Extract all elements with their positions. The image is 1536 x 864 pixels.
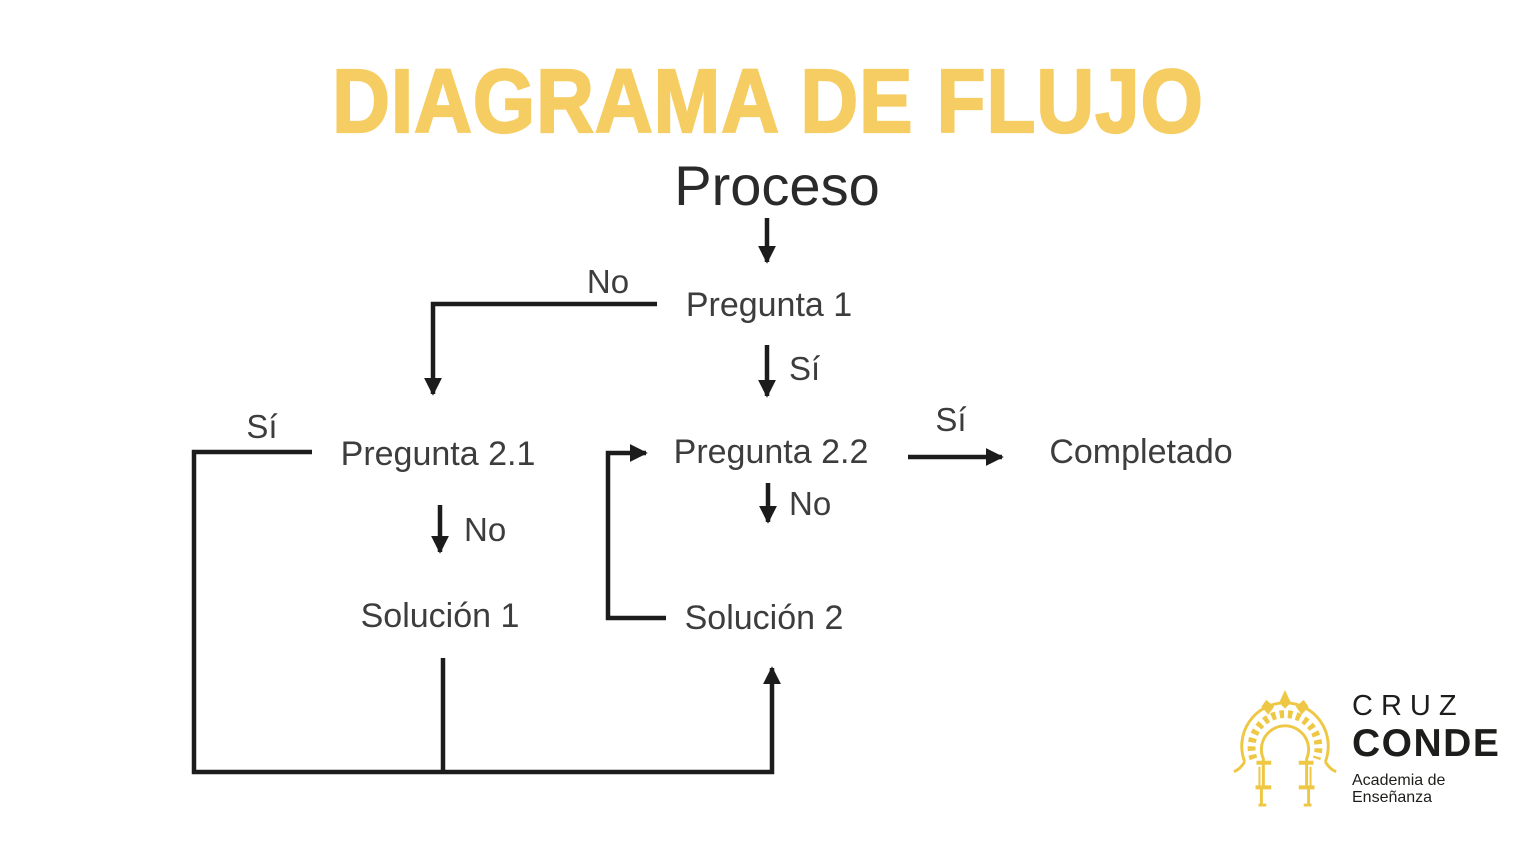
node-pregunta-2-2: Pregunta 2.2 <box>673 433 869 471</box>
node-solucion-2: Solución 2 <box>684 599 844 637</box>
node-pregunta-2-1: Pregunta 2.1 <box>340 435 536 473</box>
mezquita-arch-icon <box>1233 690 1337 807</box>
edge-label-pregunta21-no: No <box>464 511 507 548</box>
node-pregunta-1: Pregunta 1 <box>685 286 853 324</box>
page-title: DIAGRAMA DE FLUJO <box>331 50 1204 152</box>
logo-conde: CONDE <box>1352 721 1501 765</box>
logo-text: CRUZ CONDE Academia de Enseñanza <box>1352 691 1512 807</box>
edge-label-pregunta22-si: Sí <box>935 401 967 438</box>
edge-solucion2-loop-to-pregunta22 <box>605 444 666 621</box>
edge-label-pregunta21-si: Sí <box>246 408 278 445</box>
edge-pregunta1-no-to-pregunta21 <box>424 301 657 396</box>
edge-label-pregunta1-si: Sí <box>789 350 821 387</box>
node-solucion-1: Solución 1 <box>360 597 520 635</box>
logo-academia: Academia de Enseñanza <box>1352 771 1446 807</box>
node-completado: Completado <box>1049 433 1233 471</box>
edge-label-pregunta1-no: No <box>586 263 630 300</box>
edge-pregunta21-si-to-solucion2 <box>191 449 781 775</box>
node-proceso: Proceso <box>674 154 880 217</box>
edge-label-pregunta22-no: No <box>789 485 832 522</box>
logo-cruz: CRUZ <box>1352 690 1465 723</box>
cruz-conde-logo: CRUZ CONDE Academia de Enseñanza <box>1226 688 1512 810</box>
